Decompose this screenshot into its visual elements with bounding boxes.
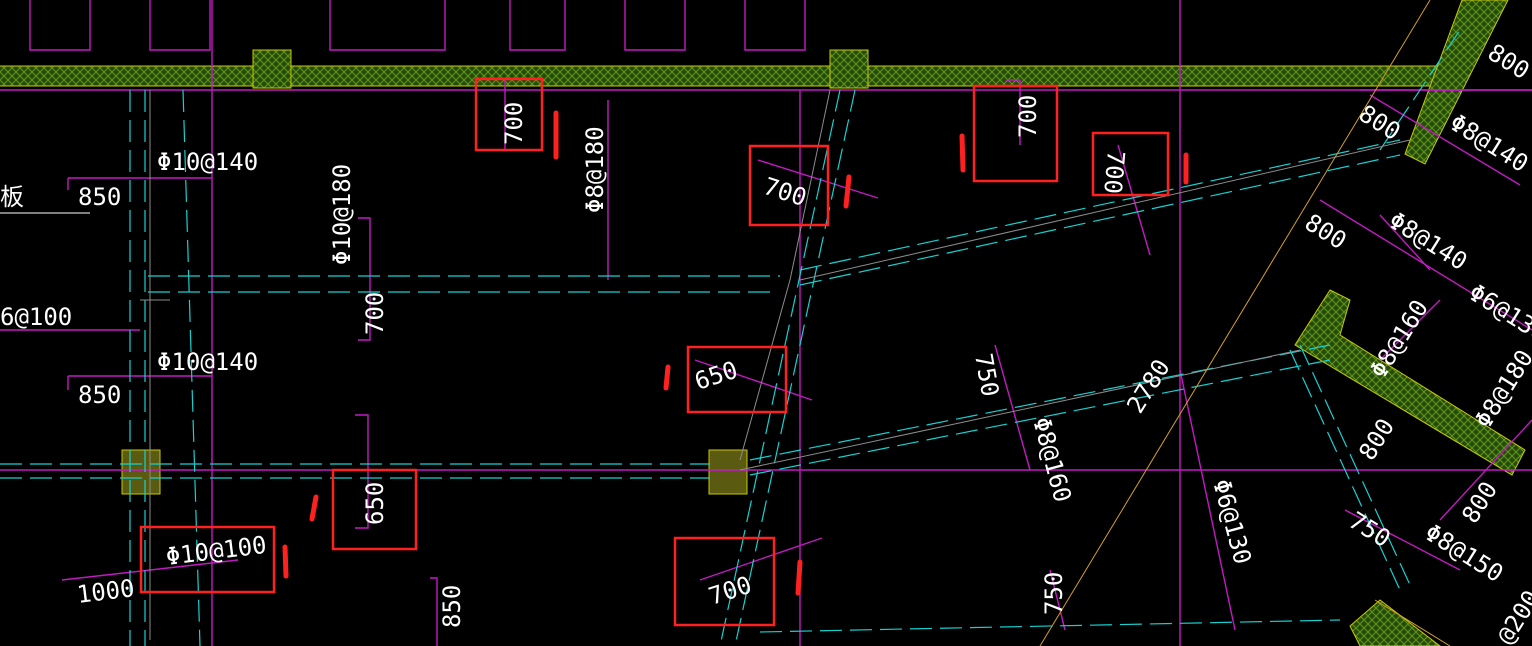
column bbox=[121, 449, 161, 495]
highlight-box bbox=[686, 345, 788, 414]
dim-label: 650 bbox=[361, 482, 389, 525]
dim-label: 800 bbox=[1353, 414, 1400, 466]
dim-label: 1000 bbox=[75, 574, 136, 609]
red-marks bbox=[282, 110, 1189, 596]
column bbox=[252, 49, 292, 89]
dim-label: 700 bbox=[1014, 95, 1042, 138]
dim-label: 750 bbox=[1040, 572, 1068, 615]
rebar-label: Φ6@130 bbox=[1464, 278, 1532, 348]
dim-label: 700 bbox=[1098, 149, 1130, 195]
dim-label: 800 bbox=[1354, 99, 1406, 146]
rebar-label: Φ8@160 bbox=[1364, 295, 1434, 383]
red-mark bbox=[663, 364, 671, 391]
dim-label: 700 bbox=[705, 571, 755, 611]
red-mark bbox=[282, 544, 289, 579]
right-hatch-walls bbox=[1294, 0, 1526, 646]
rebar-label: Φ8@180 bbox=[1469, 345, 1532, 433]
rebar-label: Φ8@140 bbox=[1445, 108, 1532, 178]
rebar-label: Φ10@100 bbox=[164, 531, 268, 571]
dim-label: 700 bbox=[500, 102, 528, 145]
red-mark bbox=[309, 494, 319, 522]
rebar-label: 6@100 bbox=[0, 303, 72, 331]
red-mark bbox=[843, 174, 852, 209]
highlight-box bbox=[673, 536, 776, 627]
dim-label: 板 bbox=[0, 183, 24, 211]
cyan-dashed-lines bbox=[0, 29, 1461, 646]
rebar-label: Φ10@140 bbox=[157, 348, 258, 376]
highlight-box bbox=[972, 84, 1059, 183]
top-wall-band bbox=[0, 65, 1440, 87]
rebar-label: Φ8@180 bbox=[581, 126, 609, 213]
rebar-label: Φ6@130 bbox=[1207, 476, 1256, 567]
yellow-diagonals bbox=[1039, 0, 1451, 646]
rebar-label: Φ10@180 bbox=[328, 164, 356, 265]
dim-label: 850 bbox=[438, 585, 466, 628]
highlight-box bbox=[474, 77, 544, 152]
rebar-label: Φ10@140 bbox=[157, 148, 258, 176]
red-boxes bbox=[139, 77, 1170, 627]
dim-label: 800 bbox=[1300, 208, 1352, 255]
highlight-box bbox=[1091, 131, 1170, 197]
highlight-box bbox=[331, 468, 418, 551]
dim-label: 800 bbox=[1483, 38, 1532, 85]
rebar-label: Φ8@150 bbox=[1420, 518, 1508, 588]
rebar-label: @200 bbox=[1491, 585, 1532, 646]
dim-label: 700 bbox=[760, 172, 810, 212]
dim-label: 700 bbox=[361, 292, 389, 335]
red-mark bbox=[959, 133, 966, 173]
dim-label: 850 bbox=[78, 381, 121, 409]
highlight-box bbox=[748, 144, 830, 227]
rebar-label: Φ8@160 bbox=[1027, 414, 1076, 505]
dim-label: 850 bbox=[78, 183, 121, 211]
columns bbox=[121, 49, 869, 495]
red-mark bbox=[795, 559, 803, 596]
highlight-box bbox=[139, 525, 276, 594]
dim-label: 800 bbox=[1456, 477, 1503, 529]
column bbox=[829, 49, 869, 89]
